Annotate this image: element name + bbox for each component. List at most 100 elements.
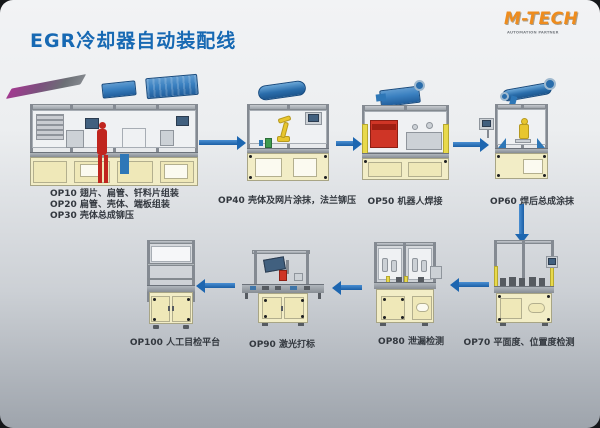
corner-bolt (187, 318, 190, 321)
fixture (294, 273, 303, 281)
operator-figure-head (99, 122, 106, 129)
cabinet-vent (416, 303, 429, 312)
corner-bolt (301, 315, 304, 318)
machine-foot (380, 323, 386, 326)
product-shell-cylinder (257, 79, 307, 102)
frame-post (195, 104, 198, 152)
caster (183, 325, 189, 329)
product-flange (500, 92, 509, 101)
work-surface (147, 285, 195, 292)
flow-arrow-left (459, 282, 489, 287)
corner-bolt (264, 299, 267, 302)
corner-bolt (264, 315, 267, 318)
cabinet-door (408, 162, 442, 177)
flow-arrow-right (453, 142, 480, 147)
frame-post (147, 240, 150, 302)
flow-arrow-left (341, 285, 362, 290)
deck-fixture (396, 277, 402, 282)
laser-bracket (286, 260, 289, 274)
door-handle (168, 306, 170, 311)
frame-post (326, 104, 329, 148)
gauge-fixture (519, 278, 525, 286)
corner-bolt (401, 298, 404, 301)
safety-post (550, 266, 554, 288)
station-module (122, 128, 146, 148)
cabinet-window (523, 159, 543, 174)
gauge-fixture (500, 278, 506, 286)
corner-bolt (383, 316, 386, 319)
mtech-logo: M-TECH AUTOMATION PARTNER (504, 11, 590, 36)
label-op10: OP10 翅片、扁管、钎料片组装 (50, 189, 179, 199)
flow-arrow-right (336, 141, 353, 146)
corner-bolt (153, 318, 156, 321)
work-deck (362, 153, 449, 158)
corner-bolt (547, 318, 550, 321)
base-cabinet (495, 153, 548, 179)
work-deck (495, 148, 548, 153)
product-fin-strip (5, 74, 87, 99)
work-deck (374, 282, 436, 289)
machine-op50 (362, 102, 449, 180)
label-op70: OP70 平面度、位置度检测 (463, 338, 575, 348)
test-cylinder (412, 258, 418, 272)
product-flange (414, 80, 425, 91)
machine-foot (422, 323, 428, 326)
deck-fixture (418, 277, 424, 282)
machine-op100 (147, 240, 195, 332)
corner-bolt (543, 174, 546, 177)
blue-clamp (537, 138, 545, 148)
flow-arrow-left (205, 283, 235, 288)
safety-post (443, 124, 449, 156)
operator-figure-body (97, 129, 107, 155)
product-flat-tube (101, 80, 137, 99)
frame-post (30, 104, 33, 152)
frame-post (403, 242, 406, 282)
monitor-screen (548, 258, 556, 265)
frame-post (192, 240, 195, 302)
cabinet-door (500, 298, 522, 319)
product-flange (544, 78, 556, 90)
logo-tagline-row: AUTOMATION PARTNER (504, 29, 590, 36)
hmi-screen (176, 116, 189, 126)
frame-post (495, 104, 498, 148)
station-module (66, 130, 84, 148)
flow-arrow-right (199, 140, 237, 145)
frame-post (306, 250, 309, 284)
conveyor-deck (30, 152, 198, 157)
green-fixture (265, 138, 272, 148)
label-op80: OP80 泄漏检测 (378, 337, 444, 347)
frame-post (522, 240, 525, 288)
gauge-fixture (509, 277, 516, 286)
product-finished-cooler (500, 76, 558, 108)
corner-bolt (153, 298, 156, 301)
machine-op40 (247, 104, 331, 181)
label-op20: OP20 扁管、壳体、端板组装 (50, 200, 170, 210)
corner-bolt (249, 176, 252, 179)
label-op30: OP30 壳体总成铆压 (50, 211, 134, 221)
corner-bolt (497, 174, 500, 177)
label-op90: OP90 激光打标 (249, 340, 315, 350)
fixture-knob (426, 122, 433, 129)
blue-fixture (259, 140, 263, 146)
corner-bolt (187, 298, 190, 301)
monitor-screen (308, 114, 319, 122)
blue-clamp (498, 138, 506, 148)
operator-figure-leg (98, 155, 102, 183)
cabinet-door (255, 158, 282, 177)
work-deck (494, 286, 554, 293)
test-cylinder (421, 260, 427, 272)
corner-bolt (301, 299, 304, 302)
conveyor-leg (245, 293, 248, 299)
laser-head (279, 270, 287, 281)
belt-part (275, 286, 281, 290)
welding-cell-stripe (372, 124, 396, 130)
frame-rail (252, 250, 310, 254)
robot-body (519, 124, 529, 139)
logo-wordmark: M-TECH (504, 9, 579, 29)
label-op100: OP100 人工目检平台 (129, 338, 221, 348)
label-op50: OP50 机器人焊接 (367, 197, 443, 207)
monitor-screen (482, 120, 491, 127)
caster (153, 325, 159, 329)
belt-part (304, 286, 310, 290)
product-welded-assembly (375, 80, 436, 108)
